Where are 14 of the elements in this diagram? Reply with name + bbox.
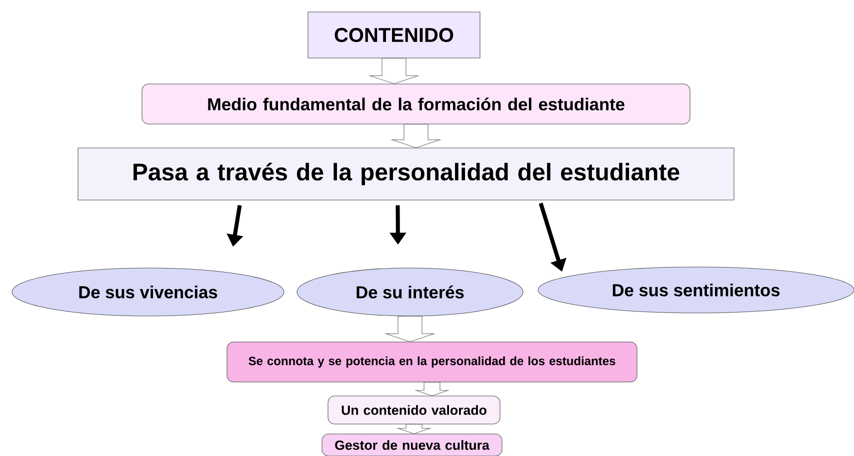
ellipse-node: De sus vivencias	[12, 268, 284, 316]
title-box: CONTENIDO	[308, 12, 480, 58]
block-arrow	[396, 424, 432, 434]
process-box: Medio fundamental de la formación del estudiante	[142, 84, 690, 124]
ellipse-node: De sus sentimientos	[538, 266, 854, 314]
block-arrow	[390, 124, 442, 148]
block-arrow	[384, 316, 436, 342]
ellipse-node: De su interés	[296, 268, 524, 316]
process-box: Un contenido valorado	[328, 396, 500, 424]
process-box: Pasa a través de la personalidad del estudiante	[78, 148, 734, 200]
block-arrow	[414, 382, 450, 396]
process-box: Se connota y se potencia en la personalidad de los estudiantes	[226, 342, 638, 382]
process-box: Gestor de nueva cultura	[322, 434, 502, 456]
block-arrow	[368, 58, 420, 84]
